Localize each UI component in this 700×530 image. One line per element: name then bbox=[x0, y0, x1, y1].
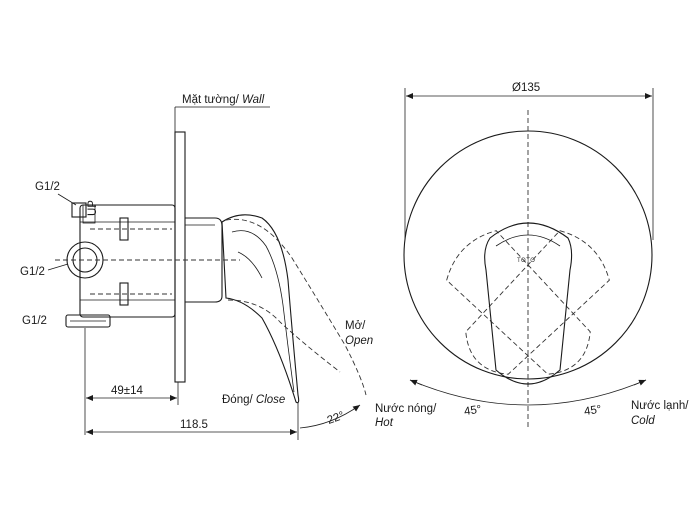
lever-handle bbox=[221, 214, 300, 404]
cartridge-housing bbox=[185, 217, 223, 303]
side-view: UP 49±14 118.5 bbox=[20, 94, 373, 440]
handle-front-inner bbox=[495, 234, 561, 247]
screw-bottom bbox=[119, 282, 129, 306]
cold-angle: 45° bbox=[583, 404, 602, 418]
thread-top-leader bbox=[57, 193, 77, 206]
handle-front bbox=[484, 222, 573, 385]
lever-open-dashed-2 bbox=[227, 299, 341, 373]
brand-logo: TOTO bbox=[517, 258, 535, 264]
screw-top bbox=[119, 217, 129, 241]
hot-label: Nước nóng/ bbox=[375, 403, 437, 415]
arc-arrow-left bbox=[409, 379, 423, 386]
angle-arc bbox=[299, 404, 361, 429]
hot-label-en: Hot bbox=[375, 417, 394, 429]
inlet-circle-inner bbox=[72, 247, 98, 273]
close-label: Đóng/ Close bbox=[222, 394, 285, 406]
port-bottom bbox=[65, 314, 111, 328]
thread-top-label: G1/2 bbox=[35, 181, 60, 193]
up-mark: UP bbox=[87, 200, 99, 216]
open-label-en: Open bbox=[345, 335, 373, 347]
hot-angle: 45° bbox=[463, 404, 482, 418]
angle-label: 22° bbox=[326, 410, 346, 427]
open-label: Mở/ bbox=[345, 320, 366, 332]
cold-label-en: Cold bbox=[631, 415, 655, 427]
dim-depth: 49±14 bbox=[111, 385, 143, 397]
valve-body bbox=[79, 204, 176, 318]
thread-bottom-label: G1/2 bbox=[22, 315, 47, 327]
front-view: Ø135 TOTO 45° 45° Nước nóng/ Hot Nước lạ… bbox=[375, 82, 689, 430]
lever-inner bbox=[231, 230, 295, 393]
wall-plate bbox=[174, 131, 186, 383]
cold-label: Nước lạnh/ bbox=[631, 400, 689, 412]
thread-mid-leader bbox=[47, 263, 69, 271]
rotation-arc bbox=[409, 379, 647, 406]
port-top bbox=[71, 202, 87, 218]
dim-length: 118.5 bbox=[180, 419, 208, 431]
handle-cold-position bbox=[446, 230, 591, 375]
diameter-label: Ø135 bbox=[512, 82, 540, 94]
up-mark-box bbox=[82, 204, 96, 224]
arc-arrow-right bbox=[633, 379, 647, 386]
lever-open-dashed bbox=[225, 218, 367, 396]
wall-label: Mặt tường/ Wall bbox=[182, 94, 265, 106]
thread-mid-label: G1/2 bbox=[20, 266, 45, 278]
lever-curve bbox=[237, 251, 263, 279]
handle-hot-position bbox=[465, 230, 610, 375]
